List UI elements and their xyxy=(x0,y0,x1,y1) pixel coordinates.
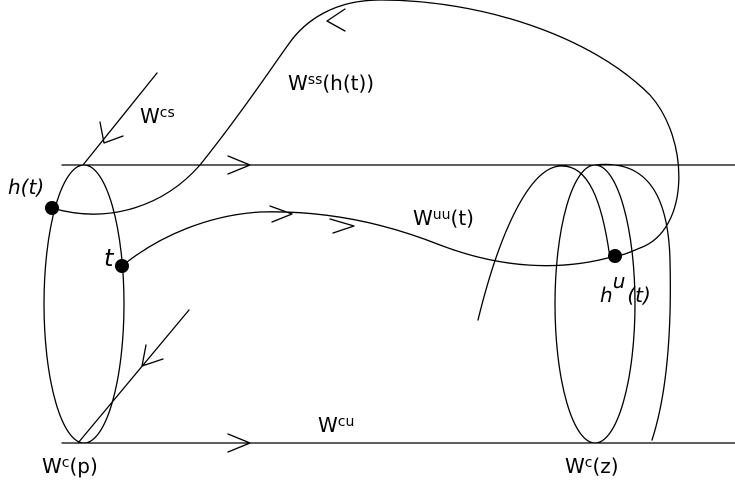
w-ss-arrow xyxy=(326,8,346,32)
label-w-c-p: Wc(p) xyxy=(42,454,98,478)
w-uu-curve xyxy=(121,211,616,267)
label-h-t: h(t) xyxy=(8,175,44,199)
top-line-arrow xyxy=(227,155,251,175)
point-h-t xyxy=(45,201,59,215)
label-w-uu: Wuu(t) xyxy=(413,206,474,230)
w-ss-curve xyxy=(51,0,680,257)
label-t: t xyxy=(104,244,115,272)
left-center-ellipse xyxy=(43,164,125,444)
label-h-u-t: hu(t) xyxy=(600,269,651,307)
w-cs-line xyxy=(82,72,158,166)
lower-left-arrow xyxy=(141,344,164,367)
point-t xyxy=(115,259,129,273)
w-uu-arrow-1 xyxy=(269,205,293,223)
point-h-u-t xyxy=(608,249,622,263)
bottom-line-arrow xyxy=(227,433,251,453)
right-arc-right xyxy=(594,163,671,441)
w-cs-arrow xyxy=(99,121,124,144)
label-w-c-z: Wc(z) xyxy=(565,454,619,478)
label-w-cu: Wcu xyxy=(318,413,354,437)
w-uu-arrow-2 xyxy=(329,218,355,234)
label-w-cs: Wcs xyxy=(140,104,175,128)
lower-left-line xyxy=(77,309,190,444)
right-arc-left xyxy=(477,165,611,321)
right-center-ellipse xyxy=(554,164,636,444)
label-w-ss: Wss(h(t)) xyxy=(288,71,374,95)
